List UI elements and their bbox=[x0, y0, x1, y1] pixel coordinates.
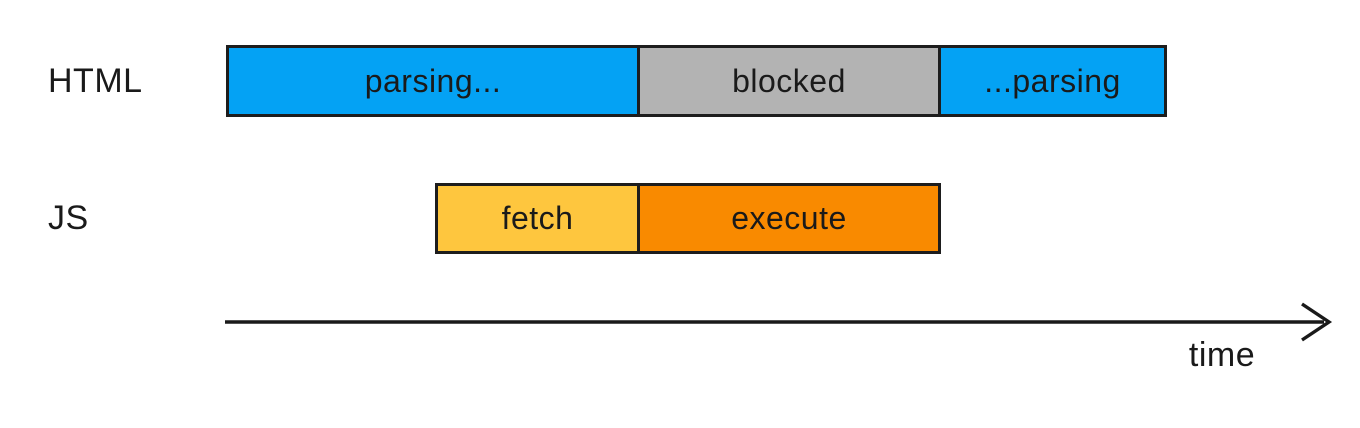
row-label-js: JS bbox=[48, 199, 89, 237]
segment-html-blocked: blocked bbox=[637, 45, 941, 117]
segment-label-parsing-start: parsing... bbox=[364, 62, 502, 99]
segment-label-execute: execute bbox=[731, 200, 847, 236]
segment-label-blocked: blocked bbox=[732, 62, 846, 99]
time-axis-arrow-icon bbox=[225, 302, 1333, 342]
segment-html-parsing-end: ...parsing bbox=[938, 45, 1167, 117]
segment-html-parsing-start: parsing... bbox=[226, 45, 640, 117]
segment-js-fetch: fetch bbox=[435, 183, 640, 254]
segment-js-execute: execute bbox=[637, 183, 941, 254]
row-label-html: HTML bbox=[48, 61, 143, 100]
segment-label-parsing-end: ...parsing bbox=[984, 62, 1121, 99]
segment-label-fetch: fetch bbox=[501, 200, 574, 236]
time-axis-label: time bbox=[1188, 336, 1256, 374]
